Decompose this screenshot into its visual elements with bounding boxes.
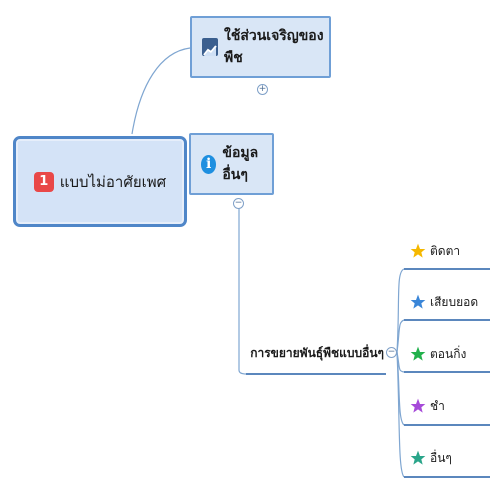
topic-node-label: ใช้ส่วนเจริญของพืช xyxy=(223,28,324,66)
leaf-node[interactable]: ชำ xyxy=(410,391,490,421)
topic-node-other-info[interactable]: i ข้อมูลอื่นๆ xyxy=(189,133,274,195)
priority-number-badge: 1 xyxy=(33,171,54,192)
star-icon xyxy=(410,243,426,258)
subtopic-node-other-propagation[interactable]: การขยายพันธุ์พืชแบบอื่นๆ xyxy=(240,339,388,367)
root-node[interactable]: 1 แบบไม่อาศัยเพศ xyxy=(13,136,187,227)
leaf-node[interactable]: ตอนกิ่ง xyxy=(410,339,490,369)
expand-toggle[interactable]: + xyxy=(257,84,268,95)
star-icon xyxy=(410,450,426,465)
collapse-toggle[interactable]: − xyxy=(233,198,244,209)
leaf-node-label: ชำ xyxy=(430,398,445,413)
subtopic-node-label: การขยายพันธุ์พืชแบบอื่นๆ xyxy=(250,345,384,360)
leaf-node-label: เสียบยอด xyxy=(430,294,479,309)
info-icon: i xyxy=(201,154,217,174)
leaf-node[interactable]: เสียบยอด xyxy=(410,287,490,317)
collapse-toggle[interactable]: − xyxy=(386,347,397,358)
leaf-node-label: ติดตา xyxy=(430,243,461,258)
star-icon xyxy=(410,294,426,309)
topic-node-vegetative-parts[interactable]: ใช้ส่วนเจริญของพืช xyxy=(190,16,331,78)
leaf-node-label: ตอนกิ่ง xyxy=(430,346,467,361)
leaf-node[interactable]: อื่นๆ xyxy=(410,443,490,473)
leaf-node[interactable]: ติดตา xyxy=(410,236,490,266)
leaf-node-label: อื่นๆ xyxy=(430,450,452,465)
star-icon xyxy=(410,398,426,413)
root-node-label: แบบไม่อาศัยเพศ xyxy=(59,172,167,191)
star-icon xyxy=(410,346,426,361)
growth-chart-icon xyxy=(202,38,218,56)
topic-node-label: ข้อมูลอื่นๆ xyxy=(222,145,259,183)
